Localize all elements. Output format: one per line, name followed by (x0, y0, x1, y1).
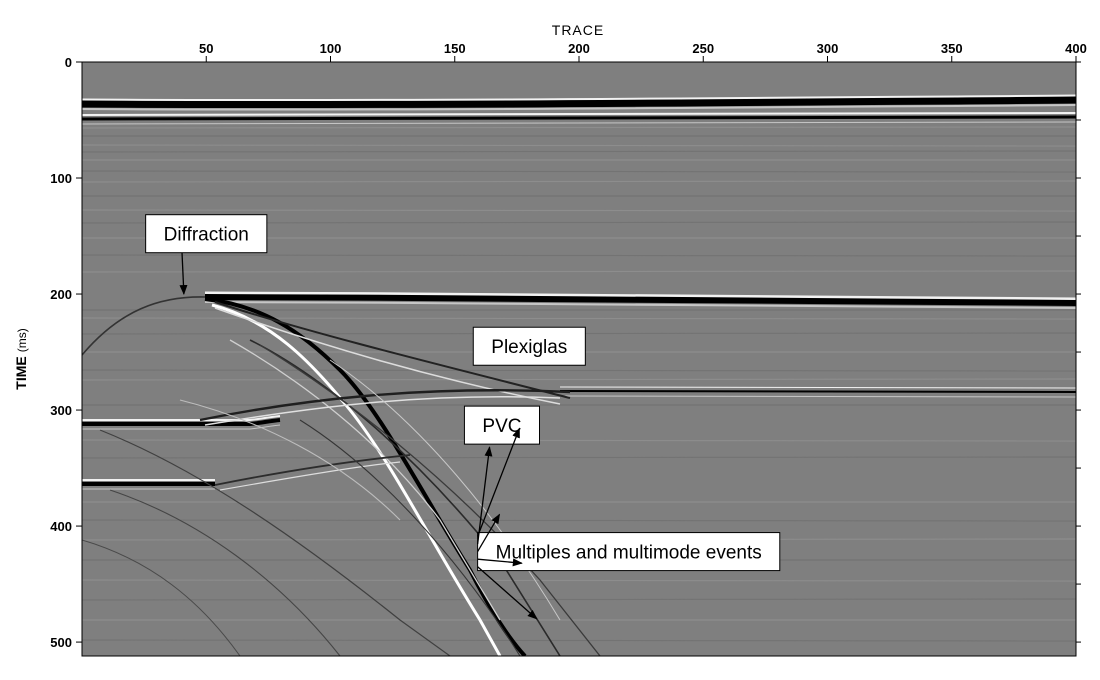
reflector-event (559, 390, 1076, 393)
dipping-event (82, 539, 241, 656)
y-tick-label: 300 (50, 403, 72, 418)
annotation-multiples: Multiples and multimode events (476, 427, 781, 620)
annotation-box (472, 326, 586, 366)
reflector-highlight (204, 301, 1076, 309)
reflector-event (82, 96, 1076, 109)
y-axis-title-unit: (ms) (15, 328, 29, 352)
annotation-label: Diffraction (164, 225, 249, 246)
dipping-event (109, 489, 341, 656)
reflector-highlight (82, 104, 1076, 111)
reflector-highlight (559, 395, 1076, 398)
x-tick-label: 300 (817, 41, 839, 56)
ringing-line (82, 270, 1076, 273)
dipping-event (214, 301, 571, 399)
dipping-event (82, 296, 206, 356)
reflector-highlight (204, 291, 1076, 301)
annotation-box (145, 214, 268, 254)
dipping-event (179, 399, 401, 521)
dipping-event (99, 429, 451, 656)
y-axis-title-main: TIME (13, 356, 29, 389)
dipping-event (204, 395, 561, 426)
dipping-event (214, 454, 411, 486)
annotation-label: Plexiglas (491, 337, 567, 358)
reflector-highlight (82, 415, 281, 421)
x-tick-label: 150 (444, 41, 466, 56)
y-axis-title: TIME (ms) (13, 328, 29, 389)
annotation-arrow (179, 252, 188, 296)
ringing-line (82, 439, 1076, 442)
dipping-event (329, 359, 561, 621)
ringing-line (82, 209, 1076, 212)
x-tick-label: 350 (941, 41, 963, 56)
y-tick-label: 100 (50, 171, 72, 186)
reflector-highlight (82, 121, 1076, 125)
y-tick-label: 500 (50, 635, 72, 650)
ringing-line (82, 378, 1076, 381)
x-tick-label: 50 (199, 41, 213, 56)
ringing-line (82, 456, 1076, 459)
annotation-diffraction: Diffraction (145, 214, 268, 296)
ringing-line (82, 598, 1076, 601)
y-tick-label: 400 (50, 519, 72, 534)
y-tick-label: 200 (50, 287, 72, 302)
ringing-line (82, 180, 1076, 183)
ringing-line (82, 369, 1076, 372)
annotation-arrow (477, 566, 538, 620)
ringing-line (82, 254, 1076, 257)
annotation-pvc: PVC (463, 405, 541, 445)
ringing-line (82, 519, 1076, 522)
annotation-plexiglas: Plexiglas (472, 326, 586, 366)
annotation-label: PVC (482, 416, 521, 437)
dipping-event (229, 339, 501, 621)
x-tick-label: 400 (1065, 41, 1087, 56)
y-tick-label: 0 (65, 55, 72, 70)
x-tick-label: 250 (692, 41, 714, 56)
dipping-event (214, 307, 561, 405)
annotation-label: Multiples and multimode events (496, 543, 762, 564)
ringing-line (82, 579, 1076, 582)
reflector-highlight (559, 386, 1076, 389)
ringing-line (82, 639, 1076, 642)
x-tick-label: 200 (568, 41, 590, 56)
reflector-highlight (82, 94, 1076, 103)
x-axis-title: TRACE (552, 22, 604, 38)
ringing-line (82, 150, 1076, 153)
annotation-arrow (477, 513, 501, 552)
reflector-highlight (82, 112, 1076, 116)
reflector-highlight (82, 424, 281, 430)
annotation-box (463, 405, 541, 445)
annotation-arrow (477, 427, 520, 537)
x-tick-label: 100 (320, 41, 342, 56)
ringing-line (82, 144, 1076, 147)
dipping-event (199, 389, 571, 422)
dipping-event (299, 419, 521, 656)
annotation-arrow (477, 558, 523, 567)
annotation-arrow (476, 446, 493, 545)
dipping-event (219, 461, 401, 491)
reflector-event (82, 115, 1076, 121)
ringing-line (82, 170, 1076, 173)
reflector-event (82, 418, 281, 426)
reflector-event (204, 294, 1076, 306)
ringing-line (82, 126, 1076, 129)
dipping-event (211, 303, 502, 656)
